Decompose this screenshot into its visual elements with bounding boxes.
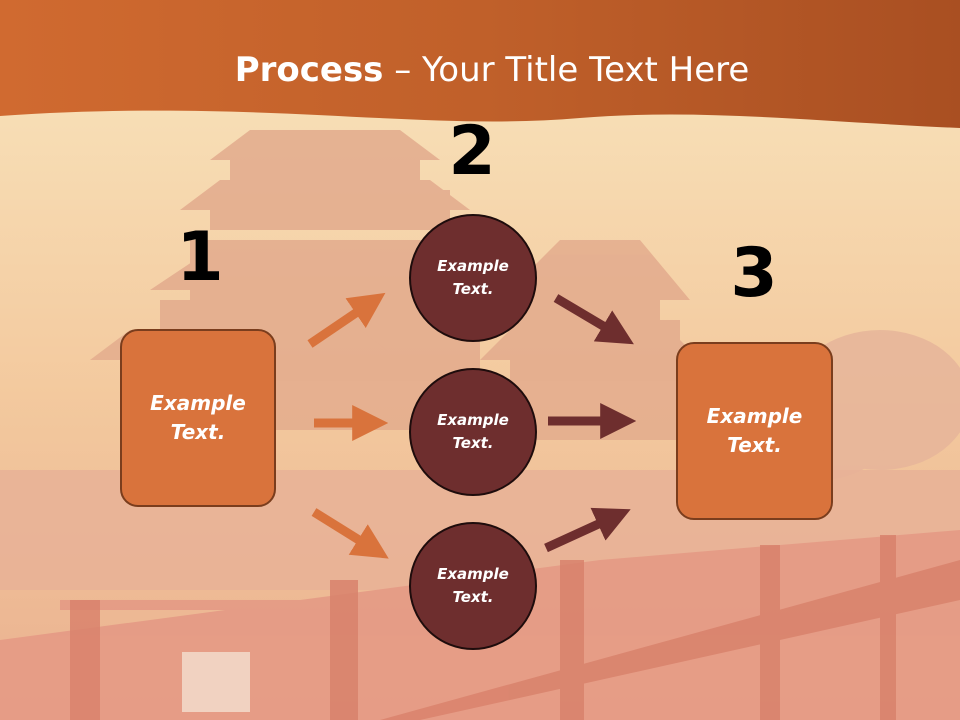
step-2-circle-middle: Example Text. (409, 368, 537, 496)
step-1-label: Example Text. (150, 391, 246, 444)
circle-bottom-label: Example Text. (437, 565, 509, 606)
slide-title: Process – Your Title Text Here (0, 50, 960, 90)
arrow-from-circle-bottom (544, 507, 631, 553)
step-number-1: 1 (176, 218, 224, 297)
arrow-to-circle-top (307, 292, 386, 348)
title-rest: – Your Title Text Here (383, 50, 750, 90)
title-bold: Process (234, 50, 384, 90)
step-2-circle-bottom: Example Text. (409, 522, 537, 650)
circle-top-label: Example Text. (437, 257, 509, 298)
arrow-to-circle-bottom (311, 508, 389, 559)
step-number-2: 2 (448, 112, 496, 191)
arrow-from-circle-top (553, 294, 634, 345)
step-1-box: Example Text. (120, 329, 276, 507)
step-3-box: Example Text. (676, 342, 833, 520)
circle-middle-label: Example Text. (437, 411, 509, 452)
step-2-circle-top: Example Text. (409, 214, 537, 342)
step-3-label: Example Text. (706, 404, 803, 457)
step-number-3: 3 (730, 234, 778, 313)
